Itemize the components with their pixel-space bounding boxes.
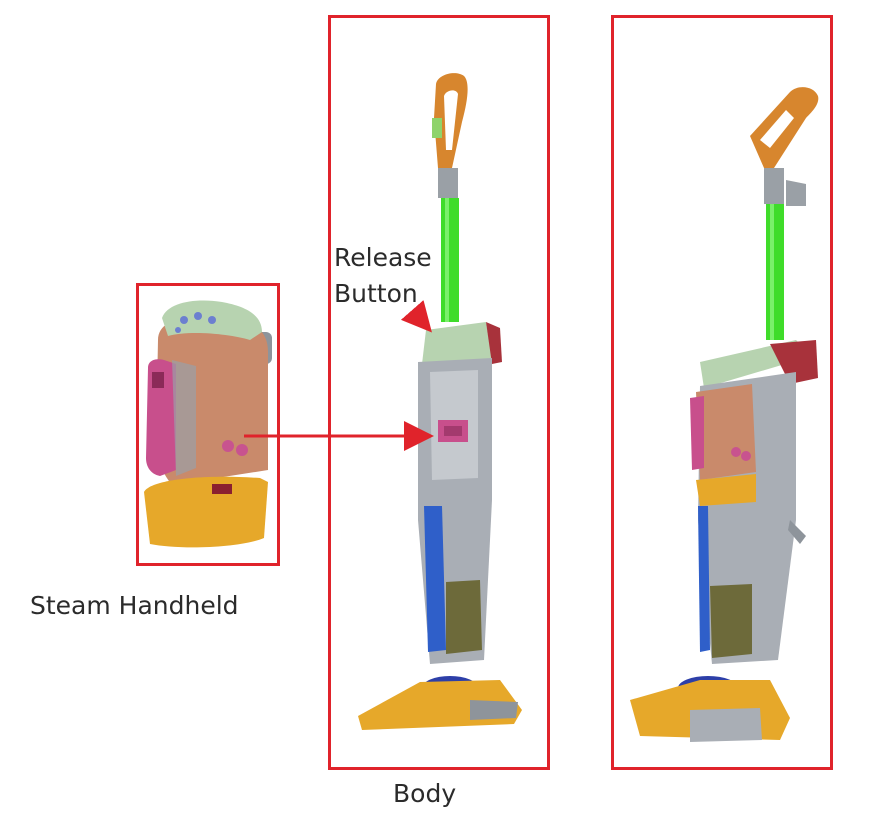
steam-handheld-label: Steam Handheld: [30, 591, 239, 620]
steam-handheld-image: [144, 300, 272, 548]
side-view-frame: [611, 15, 833, 770]
release-button-arrow: [400, 300, 432, 333]
body-image: [358, 73, 522, 730]
body-label: Body: [393, 779, 457, 808]
steam-handheld-frame: [136, 283, 280, 566]
side-view-image: [630, 87, 819, 742]
release-button-label: Release Button: [334, 240, 432, 312]
release-button-label-line1: Release: [334, 243, 432, 272]
body-frame: [328, 15, 550, 770]
release-button-label-line2: Button: [334, 279, 418, 308]
